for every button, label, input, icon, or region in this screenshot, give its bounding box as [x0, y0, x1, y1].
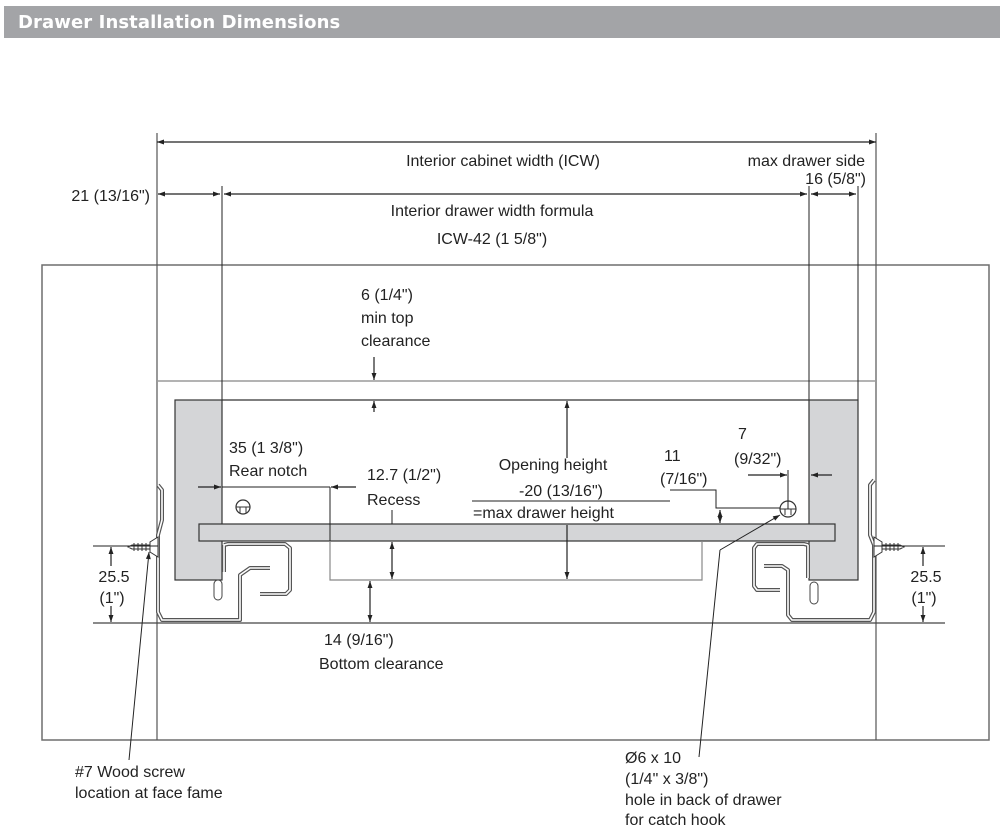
- hole-note-line-2: (1/4" x 3/8"): [625, 771, 708, 788]
- cabinet-frame: [41, 133, 990, 741]
- screw-note-leader: [128, 551, 151, 761]
- opening-height-subtract: -20 (13/16"): [519, 483, 603, 500]
- drawer: [174, 399, 859, 581]
- bottom-clearance-value: 14 (9/16"): [324, 632, 394, 649]
- screw-note-line-2: location at face fame: [75, 785, 223, 802]
- max-drawer-height-label: =max drawer height: [473, 505, 615, 522]
- wood-screw-right-icon: [873, 536, 906, 558]
- top-clearance-label-1: min top: [361, 310, 414, 327]
- icw-label: Interior cabinet width (ICW): [406, 153, 600, 170]
- section-title: Drawer Installation Dimensions: [18, 12, 341, 33]
- opening-height-label: Opening height: [499, 457, 608, 474]
- top-clearance-label-2: clearance: [361, 333, 430, 350]
- drawer-bottom-panel: [198, 523, 836, 542]
- hole-offset-label: (9/32"): [734, 451, 781, 468]
- runner-left-pin: [213, 579, 223, 601]
- hole-height-value: 11: [664, 448, 681, 465]
- top-clearance-value: 6 (1/4"): [361, 287, 413, 304]
- left-offset-label: 21 (13/16"): [71, 188, 150, 205]
- screw-note-line-1: #7 Wood screw: [75, 764, 185, 781]
- rear-hole-left-icon: [235, 499, 251, 515]
- hole-note-leader: [698, 549, 721, 758]
- recess-outline: [329, 541, 703, 581]
- drawer-width-formula-label: Interior drawer width formula: [391, 203, 594, 220]
- screw-height-right-value: 25.5: [910, 569, 941, 586]
- hole-note-line-3: hole in back of drawer: [625, 792, 782, 809]
- screw-height-left-label: (1"): [99, 590, 124, 607]
- drawer-left-side: [174, 399, 223, 581]
- runner-right-inner: [753, 479, 875, 621]
- max-drawer-side-label: max drawer side: [748, 153, 865, 170]
- bottom-clearance-label: Bottom clearance: [319, 656, 444, 673]
- hole-height-leader: [670, 489, 780, 509]
- recess-value: 12.7 (1/2"): [367, 467, 441, 484]
- hole-height-label: (7/16"): [660, 471, 707, 488]
- runner-right-pin: [809, 581, 819, 605]
- section-header: Drawer Installation Dimensions: [4, 6, 1000, 38]
- rear-notch-value: 35 (1 3/8"): [229, 440, 303, 457]
- hole-note-line-1: Ø6 x 10: [625, 750, 681, 767]
- rear-notch-label: Rear notch: [229, 463, 307, 480]
- screw-height-right-label: (1"): [911, 590, 936, 607]
- screw-height-left-value: 25.5: [98, 569, 129, 586]
- hole-offset-value: 7: [738, 426, 747, 443]
- wood-screw-left-icon: [126, 536, 159, 558]
- runner-left-inner: [157, 484, 291, 621]
- drawer-right-side: [808, 399, 859, 581]
- recess-label: Recess: [367, 492, 420, 509]
- hole-note-line-4: for catch hook: [625, 812, 727, 829]
- side-value-label: 16 (5/8"): [805, 171, 866, 188]
- hole-note-leader-tip: [719, 514, 781, 551]
- drawer-width-formula-value: ICW-42 (1 5/8"): [437, 231, 547, 248]
